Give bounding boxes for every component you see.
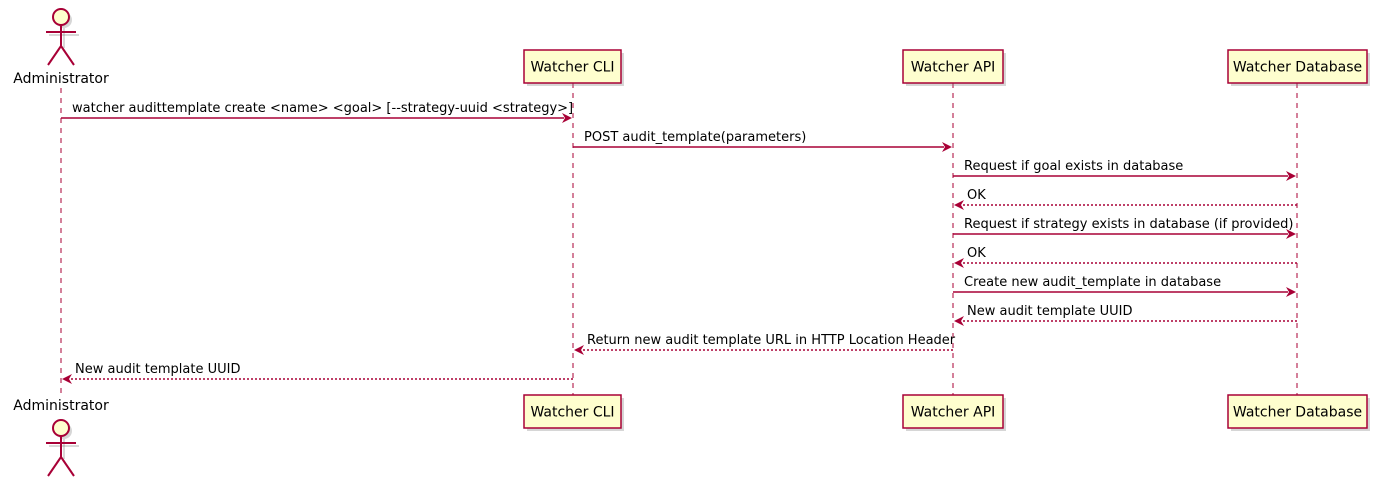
actor-figure-bottom <box>46 419 79 477</box>
participant-label-api-bottom: Watcher API <box>911 405 996 421</box>
arrow-head <box>562 113 572 123</box>
arrow-head <box>954 316 964 326</box>
participant-label-cli-top: Watcher CLI <box>530 60 614 76</box>
participant-box-cli-top[interactable]: Watcher CLI <box>523 49 624 86</box>
message-label-3: OK <box>967 188 986 203</box>
arrow-head <box>954 200 964 210</box>
arrow-head <box>942 142 952 152</box>
participant-box-api-top[interactable]: Watcher API <box>902 49 1006 86</box>
arrow-head <box>574 345 584 355</box>
message-label-4: Request if strategy exists in database (… <box>964 217 1293 232</box>
actor-label-administrator-top: Administrator <box>13 71 109 87</box>
arrow-head <box>1286 171 1296 181</box>
messages-group: watcher audittemplate create <name> <goa… <box>61 101 1297 384</box>
participant-box-db-top[interactable]: Watcher Database <box>1227 49 1370 86</box>
message-label-6: Create new audit_template in database <box>964 275 1221 290</box>
message-7-watcher-database-to-watcher-api[interactable]: New audit template UUID <box>954 304 1297 326</box>
arrow-head <box>62 374 72 384</box>
message-9-watcher-cli-to-administrator[interactable]: New audit template UUID <box>62 362 573 384</box>
participant-box-api-bottom[interactable]: Watcher API <box>902 394 1006 431</box>
message-8-watcher-api-to-watcher-cli[interactable]: Return new audit template URL in HTTP Lo… <box>574 333 956 355</box>
message-label-9: New audit template UUID <box>75 362 240 377</box>
message-label-8: Return new audit template URL in HTTP Lo… <box>587 333 956 348</box>
actor-label-administrator-bottom: Administrator <box>13 398 109 414</box>
participant-label-db-bottom: Watcher Database <box>1233 405 1362 421</box>
arrow-head <box>1286 287 1296 297</box>
participant-box-cli-bottom[interactable]: Watcher CLI <box>523 394 624 431</box>
message-label-0: watcher audittemplate create <name> <goa… <box>72 101 573 116</box>
message-6-watcher-api-to-watcher-database[interactable]: Create new audit_template in database <box>953 275 1296 297</box>
message-3-watcher-database-to-watcher-api[interactable]: OK <box>954 188 1297 210</box>
arrow-head <box>1286 229 1296 239</box>
lifelines-group <box>60 83 1298 398</box>
message-label-2: Request if goal exists in database <box>964 159 1183 174</box>
participant-label-db-top: Watcher Database <box>1233 60 1362 76</box>
message-label-5: OK <box>967 246 986 261</box>
arrow-head <box>954 258 964 268</box>
participant-label-api-top: Watcher API <box>911 60 996 76</box>
message-2-watcher-api-to-watcher-database[interactable]: Request if goal exists in database <box>953 159 1296 181</box>
message-0-administrator-to-watcher-cli[interactable]: watcher audittemplate create <name> <goa… <box>61 101 573 123</box>
message-5-watcher-database-to-watcher-api[interactable]: OK <box>954 246 1297 268</box>
message-4-watcher-api-to-watcher-database[interactable]: Request if strategy exists in database (… <box>953 217 1296 239</box>
participant-box-db-bottom[interactable]: Watcher Database <box>1227 394 1370 431</box>
participant-label-cli-bottom: Watcher CLI <box>530 405 614 421</box>
message-1-watcher-cli-to-watcher-api[interactable]: POST audit_template(parameters) <box>573 130 952 152</box>
message-label-1: POST audit_template(parameters) <box>584 130 806 145</box>
message-label-7: New audit template UUID <box>967 304 1132 319</box>
actor-figure-top <box>46 8 79 66</box>
